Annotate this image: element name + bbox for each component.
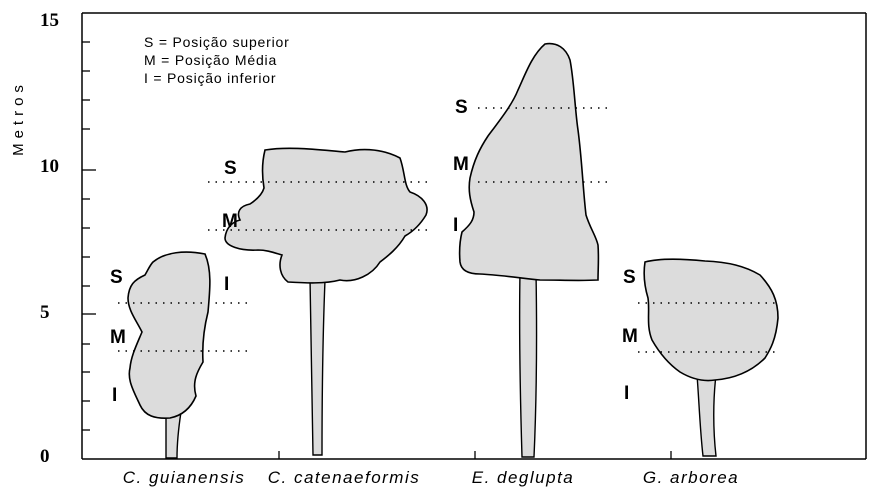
position-label-s: S — [623, 267, 636, 288]
crown — [460, 44, 599, 281]
legend-item-i: I = Posição inferior — [144, 70, 276, 86]
species-labels: C. guianensis C. catenaeformis E. deglup… — [123, 468, 739, 487]
tree-e-deglupta: S M I — [453, 44, 612, 457]
position-label-m: M — [110, 327, 126, 348]
position-label-i: I — [112, 385, 117, 406]
species-label-c-guianensis: C. guianensis — [123, 468, 246, 487]
trunk — [697, 375, 716, 456]
legend: S = Posição superior M = Posição Média I… — [144, 34, 290, 86]
y-tick-5: 5 — [40, 302, 50, 323]
position-label-i: I — [453, 215, 458, 236]
crown — [225, 148, 427, 283]
tree-g-arborea: S M I — [622, 259, 780, 456]
position-label-s: S — [455, 97, 468, 118]
crown — [128, 252, 210, 418]
tree-c-catenaeformis: S M I — [208, 148, 428, 455]
legend-item-s: S = Posição superior — [144, 34, 290, 50]
y-axis-label: Metros — [10, 80, 27, 156]
tree-c-guianensis: S M I — [110, 252, 252, 458]
crown — [644, 259, 778, 380]
species-label-c-catenaeformis: C. catenaeformis — [268, 468, 421, 487]
trunk — [520, 272, 537, 457]
y-tick-0: 0 — [40, 446, 50, 467]
y-tick-10: 10 — [40, 156, 59, 177]
legend-item-m: M = Posição Média — [144, 52, 277, 68]
trunk — [166, 412, 181, 458]
trunk — [310, 278, 325, 455]
position-label-m: M — [222, 211, 238, 232]
species-label-g-arborea: G. arborea — [643, 468, 739, 487]
species-label-e-deglupta: E. deglupta — [472, 468, 575, 487]
position-label-i: I — [624, 383, 629, 404]
position-label-m: M — [453, 154, 469, 175]
position-label-s: S — [110, 267, 123, 288]
position-label-i: I — [224, 274, 229, 295]
y-tick-15: 15 — [40, 10, 59, 31]
position-label-m: M — [622, 326, 638, 347]
position-label-s: S — [224, 158, 237, 179]
